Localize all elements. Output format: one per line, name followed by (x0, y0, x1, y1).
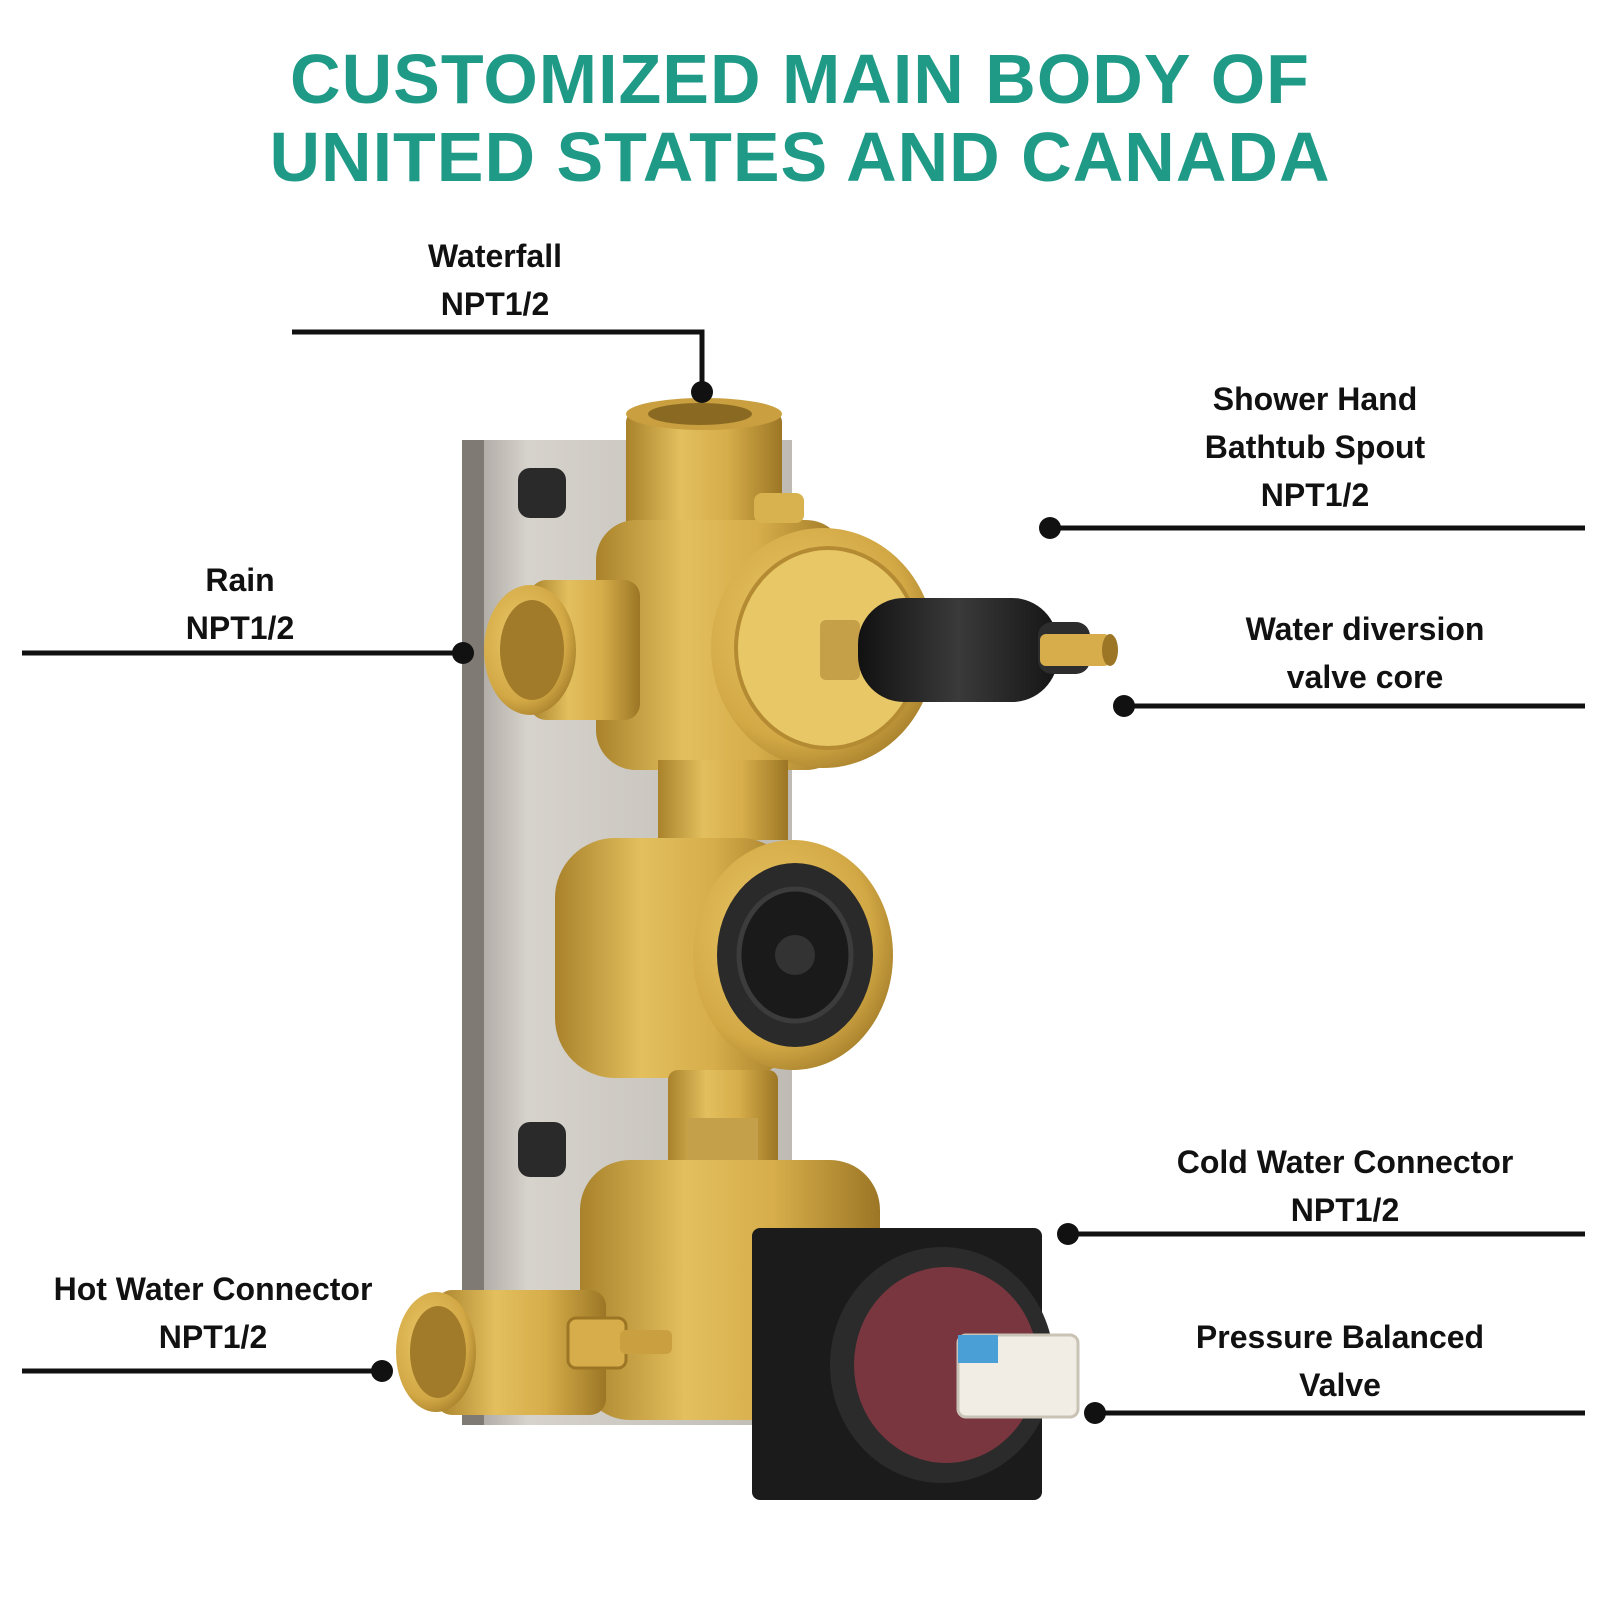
label-hot-water-line1: Hot Water Connector (53, 1271, 373, 1307)
dot-hot-water (371, 1360, 393, 1382)
dot-shower-hand (1039, 517, 1061, 539)
label-diversion: Water diversion valve core (1205, 605, 1525, 701)
diversion-valve-core (820, 598, 1118, 702)
label-shower-hand-line3: NPT1/2 (1260, 477, 1370, 513)
dot-rain (452, 642, 474, 664)
title-line-1: CUSTOMIZED MAIN BODY OF (290, 40, 1310, 118)
title-line-2: UNITED STATES AND CANADA (269, 118, 1331, 196)
label-diversion-line1: Water diversion (1245, 611, 1485, 647)
label-diversion-line2: valve core (1286, 659, 1444, 695)
dot-cold-water (1057, 1223, 1079, 1245)
leader-lines (22, 329, 1585, 1416)
label-shower-hand-line1: Shower Hand (1212, 381, 1418, 417)
pressure-balanced-valve (752, 1228, 1080, 1500)
label-hot-water: Hot Water Connector NPT1/2 (18, 1265, 408, 1361)
label-pressure-line2: Valve (1299, 1367, 1381, 1403)
valve-body (396, 398, 935, 1420)
label-shower-hand: Shower Hand Bathtub Spout NPT1/2 (1150, 375, 1480, 519)
label-hot-water-line2: NPT1/2 (158, 1319, 268, 1355)
label-waterfall-line2: NPT1/2 (440, 286, 550, 322)
label-shower-hand-line2: Bathtub Spout (1204, 429, 1426, 465)
label-pressure-line1: Pressure Balanced (1195, 1319, 1485, 1355)
label-rain-line2: NPT1/2 (185, 610, 295, 646)
label-cold-water-line2: NPT1/2 (1290, 1192, 1400, 1228)
dot-pressure (1084, 1402, 1106, 1424)
label-cold-water-line1: Cold Water Connector (1176, 1144, 1514, 1180)
label-rain: Rain NPT1/2 (140, 556, 340, 652)
label-pressure: Pressure Balanced Valve (1180, 1313, 1500, 1409)
label-waterfall: Waterfall NPT1/2 (380, 232, 610, 328)
label-cold-water: Cold Water Connector NPT1/2 (1155, 1138, 1535, 1234)
label-waterfall-line1: Waterfall (428, 238, 562, 274)
page-title: CUSTOMIZED MAIN BODY OF UNITED STATES AN… (0, 40, 1600, 196)
leader-dots (371, 381, 1135, 1424)
dot-waterfall (691, 381, 713, 403)
leader-waterfall (292, 329, 705, 390)
dot-diversion (1113, 695, 1135, 717)
label-rain-line1: Rain (205, 562, 275, 598)
